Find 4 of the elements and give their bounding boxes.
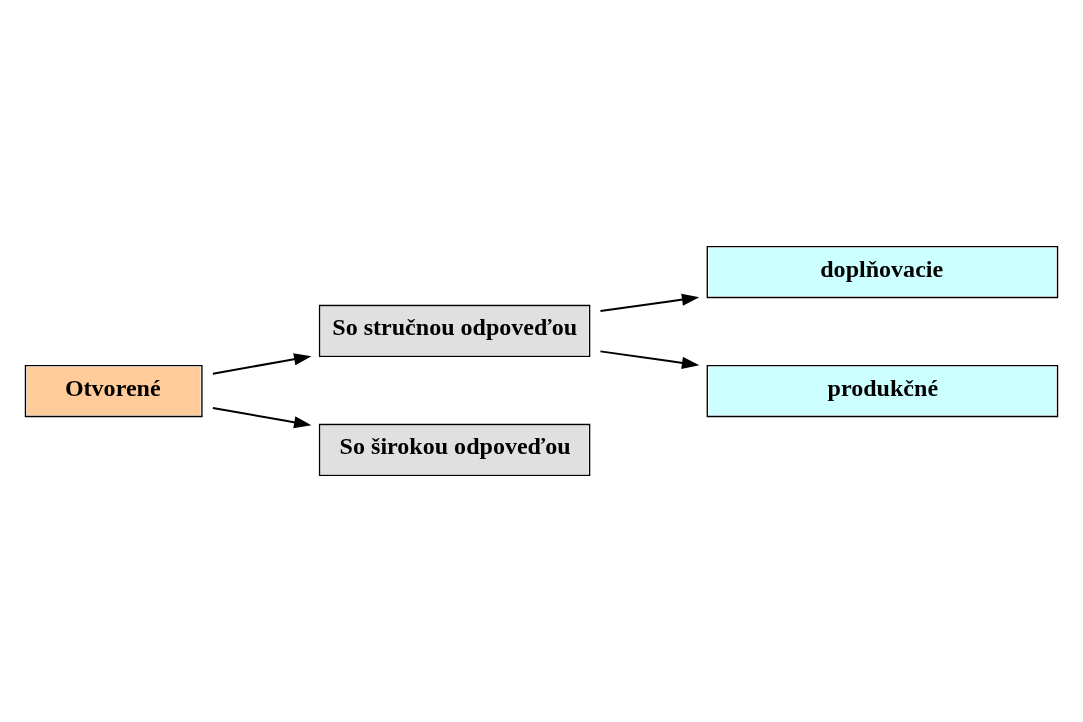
arrow [212,407,312,429]
arrow [600,350,700,369]
arrow [600,293,700,312]
arrow [212,353,312,375]
